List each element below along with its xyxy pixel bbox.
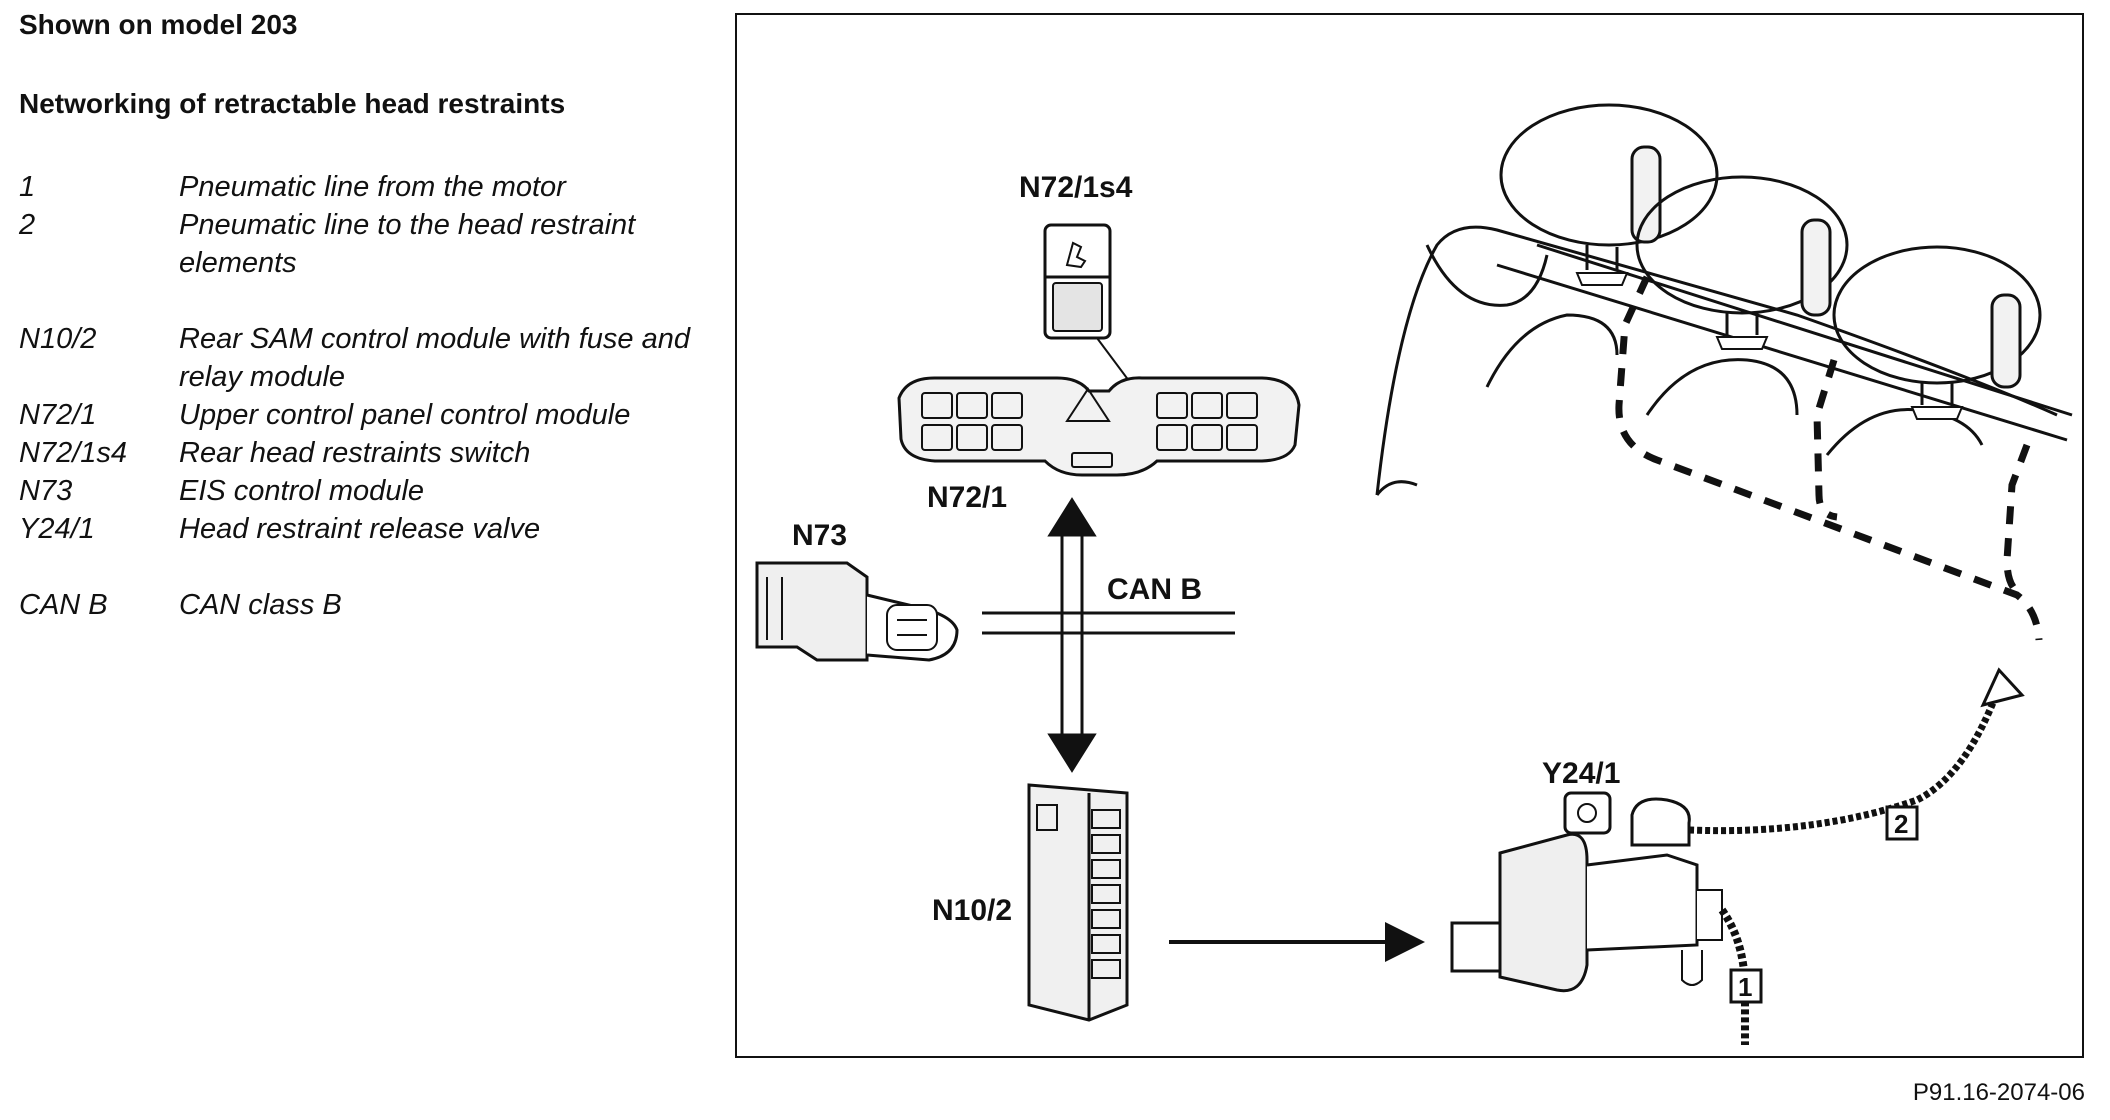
line-1-tag-label: 1	[1738, 972, 1752, 1002]
legend-description: Pneumatic line to the head restraint ele…	[179, 209, 636, 279]
legend-item: N72/1s4 Rear head restraints switch	[19, 434, 699, 472]
legend-description: EIS control module	[179, 475, 425, 507]
rear-seat-head-restraints	[1375, 103, 2073, 496]
upper-control-panel	[897, 376, 1301, 477]
legend-description: Rear head restraints switch	[179, 437, 531, 469]
head-restraint-release-valve	[1450, 791, 1723, 993]
rear-head-restraints-switch	[1043, 223, 1148, 406]
line-2-tag: 2	[1885, 805, 1919, 841]
legend-item: 2 Pneumatic line to the head restraint e…	[19, 206, 699, 282]
legend-description: Upper control panel control module	[179, 399, 631, 431]
line-2-tag-label: 2	[1894, 809, 1908, 839]
legend-description: Head restraint release valve	[179, 513, 541, 545]
header-model-title: Shown on model 203	[19, 9, 298, 40]
legend-code: Y24/1	[19, 513, 95, 545]
control-panel-label: N72/1	[927, 481, 1007, 514]
valve-label: Y24/1	[1542, 757, 1620, 790]
line-1-tag: 1	[1729, 968, 1763, 1004]
legend-item: 1 Pneumatic line from the motor	[19, 168, 699, 206]
network-diagram: N72/1s4 N72/1 N73	[735, 13, 2084, 1058]
legend-code: N72/1	[19, 399, 97, 431]
legend-item: CAN B CAN class B	[19, 586, 699, 624]
rear-sam-control-module	[1027, 783, 1129, 1022]
legend-description: Rear SAM control module with fuse and re…	[179, 323, 690, 393]
can-bus-label: CAN B	[1107, 573, 1202, 606]
legend-code: N72/1s4	[19, 437, 128, 469]
legend-code: CAN B	[19, 589, 108, 621]
legend-code: 2	[19, 209, 36, 241]
can-bus	[982, 497, 1235, 773]
legend-code: N73	[19, 475, 73, 507]
legend-item: N10/2 Rear SAM control module with fuse …	[19, 320, 699, 396]
figure-reference: P91.16-2074-06	[1912, 1079, 2085, 1106]
legend-item: Y24/1 Head restraint release valve	[19, 510, 699, 548]
pneumatic-distribution-lines	[1615, 275, 2043, 641]
pneumatic-line-to-head-restraints	[1688, 667, 2025, 835]
switch-label: N72/1s4	[1019, 171, 1133, 204]
header-diagram-title: Networking of retractable head restraint…	[19, 88, 566, 119]
legend-item: N73 EIS control module	[19, 472, 699, 510]
diagram-canvas: N72/1s4 N72/1 N73	[755, 103, 2073, 1045]
legend-list: 1 Pneumatic line from the motor 2 Pneuma…	[19, 168, 699, 624]
legend-item: N72/1 Upper control panel control module	[19, 396, 699, 434]
legend-code: N10/2	[19, 323, 97, 355]
legend-description: CAN class B	[179, 589, 342, 621]
eis-label: N73	[792, 519, 847, 552]
legend-code: 1	[19, 171, 36, 203]
sam-label: N10/2	[932, 894, 1012, 927]
legend-description: Pneumatic line from the motor	[179, 171, 566, 203]
eis-control-module	[755, 561, 959, 662]
